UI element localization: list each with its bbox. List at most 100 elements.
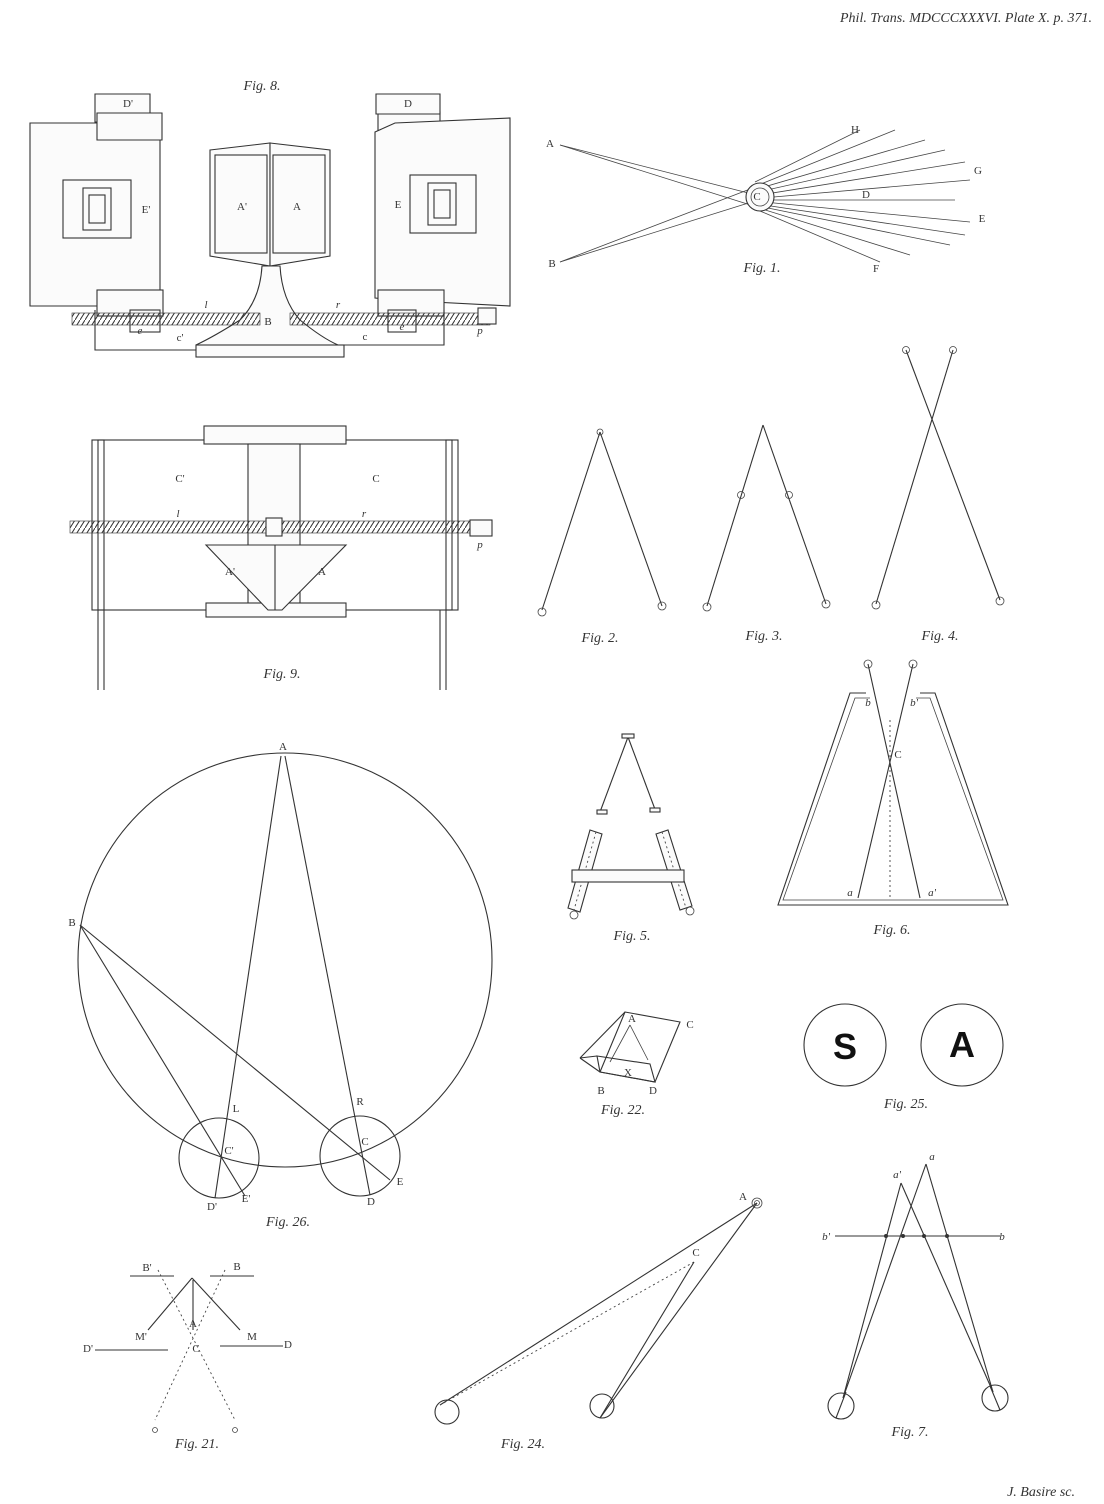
fig-8-label-d-prime: D' — [123, 98, 133, 110]
fig-25-letter-s: S — [833, 1026, 857, 1067]
fig-1-lens — [745, 182, 775, 212]
fig-22-label-a: A — [628, 1013, 636, 1025]
fig-8-label-e-right: e — [400, 321, 405, 333]
fig-26: A B L R C' C D' E' D E Fig. 26. — [68, 741, 493, 1230]
fig-6-caption: Fig. 6. — [873, 923, 911, 938]
fig-8-label-d: D — [404, 98, 412, 110]
fig-2-caption: Fig. 2. — [581, 631, 619, 646]
fig-1-label-d: D — [862, 189, 870, 201]
fig-7-label-b: b — [999, 1231, 1005, 1243]
fig-21-label-m: M — [247, 1331, 257, 1343]
fig-8-label-e: E — [395, 199, 402, 211]
fig-7-label-a-prime: a' — [893, 1169, 902, 1181]
fig-26-right-eye — [319, 1115, 401, 1197]
fig-22-caption: Fig. 22. — [600, 1103, 645, 1118]
fig-24: A C Fig. 24. — [434, 1191, 763, 1452]
fig-8-caption: Fig. 8. — [243, 79, 281, 94]
fig-1-label-b: B — [548, 258, 555, 270]
fig-9-label-c-prime: C' — [175, 473, 184, 485]
fig-21-label-b: B — [233, 1261, 240, 1273]
fig-5-caption: Fig. 5. — [613, 929, 651, 944]
fig-26-great-circle — [77, 752, 493, 1168]
fig-4: Fig. 4. — [871, 346, 1005, 644]
fig-25-caption: Fig. 25. — [883, 1097, 928, 1112]
fig-7: a a' b' b Fig. 7. — [822, 1151, 1009, 1440]
fig-26-label-b: B — [68, 917, 75, 929]
fig-8-label-l: l — [204, 299, 207, 311]
fig-26-left-eye — [178, 1117, 260, 1199]
fig-26-label-r: R — [356, 1096, 364, 1108]
fig-9: C' C l r A' A p Fig. 9. — [69, 425, 493, 690]
fig-8: Fig. 8. D' D E' E — [29, 79, 511, 358]
fig-2: Fig. 2. — [537, 428, 667, 646]
fig-9-label-c: C — [372, 473, 379, 485]
fig-22-label-b: B — [597, 1085, 604, 1097]
fig-6-label-c: C — [894, 749, 901, 761]
fig-26-label-c-prime: C' — [224, 1145, 233, 1157]
fig-25-right-disc — [920, 1003, 1004, 1087]
fig-24-label-c: C — [692, 1247, 699, 1259]
fig-9-caption: Fig. 9. — [263, 667, 301, 682]
fig-9-label-p: p — [476, 539, 483, 551]
fig-1-label-a: A — [546, 138, 554, 150]
fig-1-label-g: G — [974, 165, 982, 177]
fig-1: A B C D E F G H Fig. 1. — [546, 124, 986, 276]
fig-1-caption: Fig. 1. — [743, 261, 781, 276]
fig-21-label-d-prime: D' — [83, 1343, 93, 1355]
fig-8-label-e-left: e — [138, 325, 143, 337]
fig-25-left-disc — [803, 1003, 887, 1087]
fig-7-caption: Fig. 7. — [891, 1425, 929, 1440]
fig-22-label-c: C — [686, 1019, 693, 1031]
fig-9-label-l: l — [176, 508, 179, 520]
fig-26-label-d-prime: D' — [207, 1201, 217, 1213]
fig-24-caption: Fig. 24. — [500, 1437, 545, 1452]
fig-26-label-d: D — [367, 1196, 375, 1208]
fig-1-label-f: F — [873, 263, 879, 275]
fig-21-label-a: A — [189, 1318, 197, 1330]
fig-8-label-a: A — [293, 201, 301, 213]
fig-24-label-a: A — [739, 1191, 747, 1203]
fig-25-letter-a: A — [949, 1024, 975, 1065]
fig-9-label-r: r — [362, 508, 367, 520]
plate-header: Phil. Trans. MDCCCXXXVI. Plate X. p. 371… — [839, 11, 1092, 26]
fig-26-label-e: E — [397, 1176, 404, 1188]
fig-7-label-a: a — [929, 1151, 935, 1163]
fig-8-label-c-prime: c' — [177, 332, 184, 344]
fig-8-label-b: B — [264, 316, 271, 328]
fig-21-label-m-prime: M' — [135, 1331, 147, 1343]
fig-8-label-a-prime: A' — [237, 201, 247, 213]
fig-26-caption: Fig. 26. — [265, 1215, 310, 1230]
fig-9-label-a-prime: A' — [225, 566, 235, 578]
fig-26-label-e-prime: E' — [242, 1193, 251, 1205]
fig-7-label-b-prime: b' — [822, 1231, 831, 1243]
fig-8-label-r: r — [336, 299, 341, 311]
fig-26-label-a: A — [279, 741, 287, 753]
fig-21-label-c: C — [192, 1343, 199, 1355]
fig-21: B' B M' M A C D' D Fig. 21. — [83, 1261, 292, 1452]
fig-8-label-c: c — [363, 331, 368, 343]
fig-1-label-e: E — [979, 213, 986, 225]
fig-1-label-h: H — [851, 124, 859, 136]
fig-22-label-x: X — [624, 1067, 632, 1079]
fig-26-label-l: L — [233, 1103, 240, 1115]
fig-26-label-c: C — [361, 1136, 368, 1148]
fig-6-label-a-prime: a' — [928, 887, 937, 899]
fig-9-label-a: A — [318, 566, 326, 578]
fig-22: A C X B D Fig. 22. — [579, 1011, 694, 1118]
fig-22-label-d: D — [649, 1085, 657, 1097]
engraver-credit: J. Basire sc. — [1007, 1485, 1075, 1500]
fig-8-label-p: p — [476, 325, 483, 337]
fig-8-label-e-prime: E' — [142, 204, 151, 216]
fig-5: Fig. 5. — [567, 733, 695, 944]
fig-25: S A Fig. 25. — [803, 1003, 1004, 1112]
fig-6-label-b: b — [865, 697, 871, 709]
fig-21-label-d: D — [284, 1339, 292, 1351]
fig-21-label-b-prime: B' — [142, 1262, 151, 1274]
fig-3: Fig. 3. — [702, 424, 831, 644]
fig-6: b b' C a a' Fig. 6. — [777, 659, 1009, 938]
fig-6-label-b-prime: b' — [910, 697, 919, 709]
fig-4-caption: Fig. 4. — [921, 629, 959, 644]
fig-1-label-c: C — [753, 191, 760, 203]
fig-3-caption: Fig. 3. — [745, 629, 783, 644]
